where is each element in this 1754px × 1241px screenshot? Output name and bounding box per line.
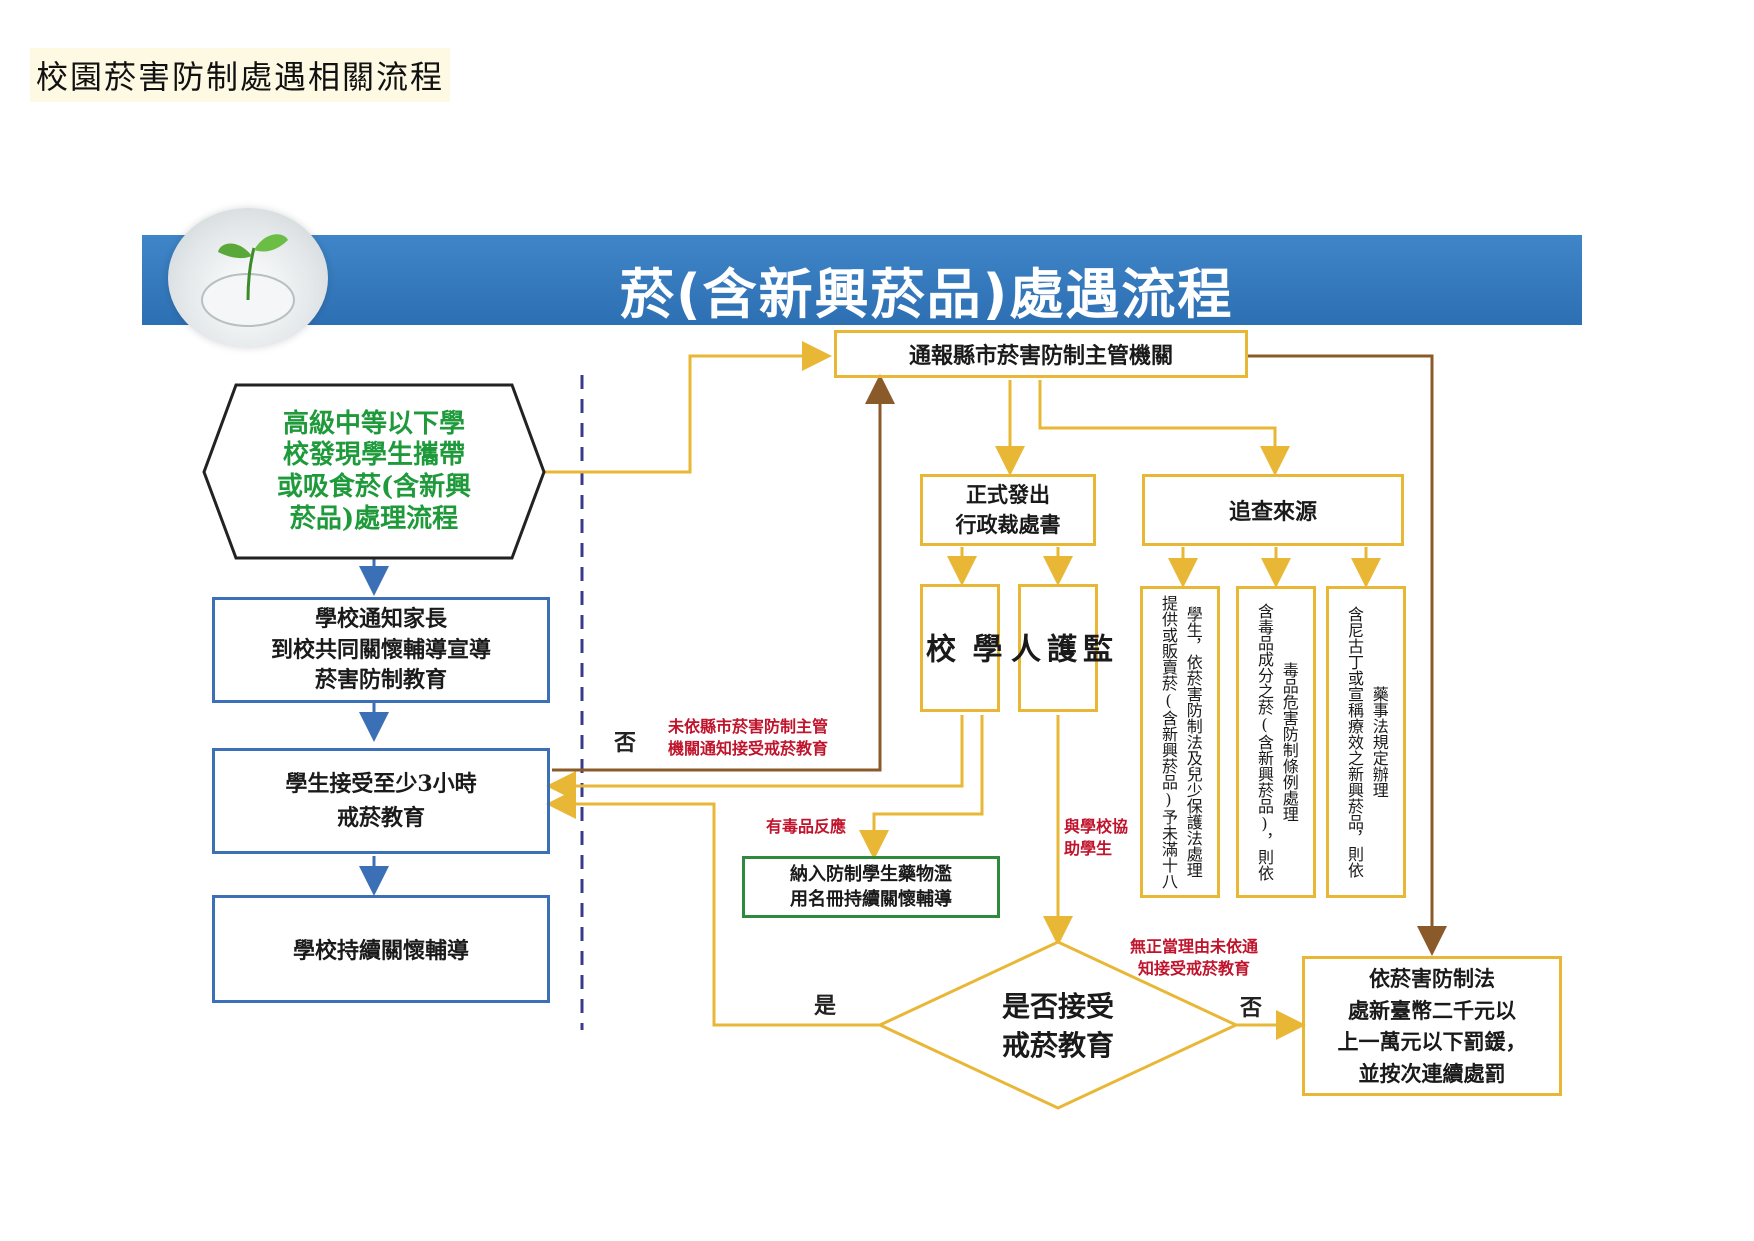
accept-decision-diamond: 是否接受 戒菸教育: [1001, 989, 1114, 1062]
label-no-reason: 無正當理由未依通 知接受戒菸教育: [1130, 937, 1259, 978]
title-banner: [142, 235, 1582, 325]
source-pharma-box: 藥事法規定辦理 含尼古丁或宣稱療效之新興菸品，則依: [1326, 586, 1406, 898]
start-hexagon-shape: [202, 383, 546, 560]
decision-diamond-shape: [876, 940, 1240, 1110]
fine-box: 依菸害防制法 處新臺幣二千元以 上一萬元以下罰鍰， 並按次連續處罰: [1302, 956, 1562, 1096]
admin-penalty-box: 正式發出 行政裁處書: [920, 474, 1096, 546]
label-no-left: 否: [614, 730, 637, 756]
report-authority-box: 通報縣市菸害防制主管機關: [834, 330, 1248, 378]
trace-source-box: 追查來源: [1142, 474, 1404, 546]
drug-list-box: 納入防制學生藥物濫 用名冊持續關懷輔導: [742, 856, 1000, 918]
label-yes: 是: [814, 993, 837, 1019]
source-youth-law-box: 學生，依菸害防制法及兒少保護法處理 提供或販賣菸(含新興菸品)予未滿十八: [1140, 586, 1220, 898]
start-process: 高級中等以下學 校發現學生攜帶 或吸食菸(含新興 菸品)處理流程: [276, 408, 472, 534]
label-drug-reaction: 有毒品反應: [766, 817, 847, 836]
seedling-logo-icon: [168, 208, 328, 348]
label-not-notified: 未依縣市菸害防制主管 機關通知接受戒菸教育: [668, 717, 829, 758]
receive-education-box: 學生接受至少3小時 戒菸教育: [212, 748, 550, 854]
guardian-box: 監 護 人: [1005, 584, 1112, 712]
label-assist-school: 與學校協 助學生: [1064, 817, 1129, 858]
banner-title: 菸(含新興菸品)處遇流程: [620, 263, 1234, 326]
page-title: 校園菸害防制處遇相關流程: [30, 48, 451, 102]
label-no-right: 否: [1240, 995, 1263, 1021]
source-narcotics-box: 毒品危害防制條例處理 含毒品成分之菸(含新興菸品)，則依: [1236, 586, 1316, 898]
continued-care-box: 學校持續關懷輔導: [212, 895, 550, 1003]
notify-parents-box: 學校通知家長 到校共同關懷輔導宣導 菸害防制教育: [212, 597, 550, 703]
school-box: 學 校: [920, 584, 1002, 712]
